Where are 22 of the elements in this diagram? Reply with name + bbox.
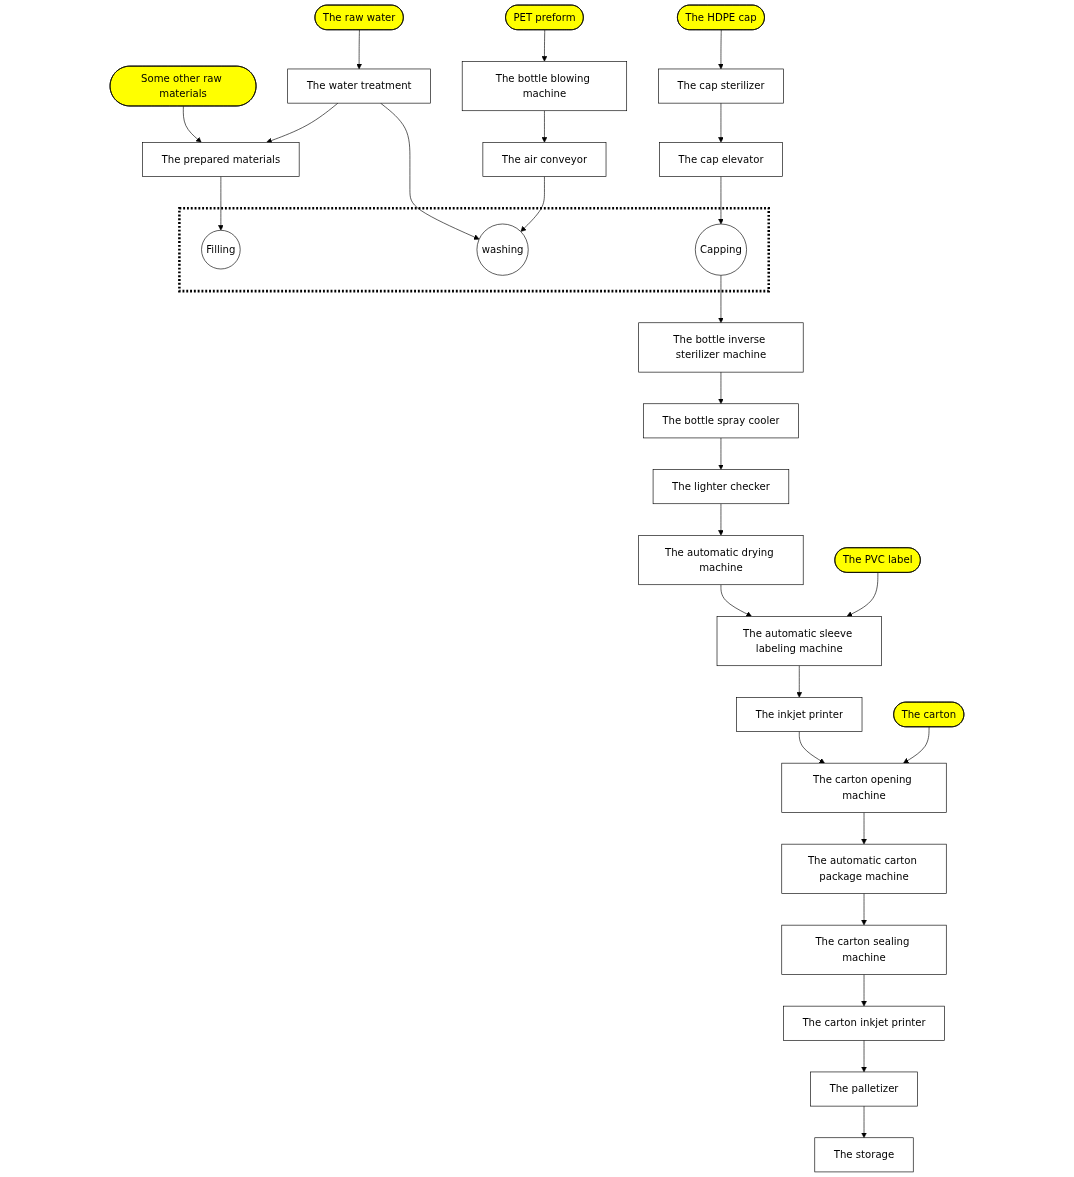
node-circle: Filling	[201, 230, 241, 270]
node-circle: Capping	[695, 223, 747, 276]
node-box: The carton opening machine	[781, 762, 947, 813]
node-box: The cap elevator	[659, 142, 783, 177]
node-box: The cap sterilizer	[658, 68, 784, 104]
node-box: The automatic sleeve labeling machine	[716, 616, 882, 667]
node-box: The inkjet printer	[736, 697, 863, 732]
node-box: The air conveyor	[482, 142, 607, 177]
node-box: The storage	[814, 1137, 914, 1173]
node-box: The water treatment	[287, 68, 431, 104]
cluster	[178, 206, 771, 293]
node-circle: washing	[476, 223, 529, 276]
node-box: The prepared materials	[142, 142, 300, 177]
node-box: The bottle blowing machine	[461, 61, 628, 112]
node-box: The bottle spray cooler	[643, 403, 799, 439]
node-box: The bottle inverse sterilizer machine	[638, 322, 804, 373]
node-box: The palletizer	[810, 1071, 918, 1107]
node-box: The carton sealing machine	[781, 924, 947, 975]
node-box: The automatic carton package machine	[781, 843, 947, 894]
node-box: The automatic drying machine	[638, 535, 804, 586]
node-box: The carton inkjet printer	[783, 1005, 945, 1041]
node-box: The lighter checker	[652, 469, 790, 505]
